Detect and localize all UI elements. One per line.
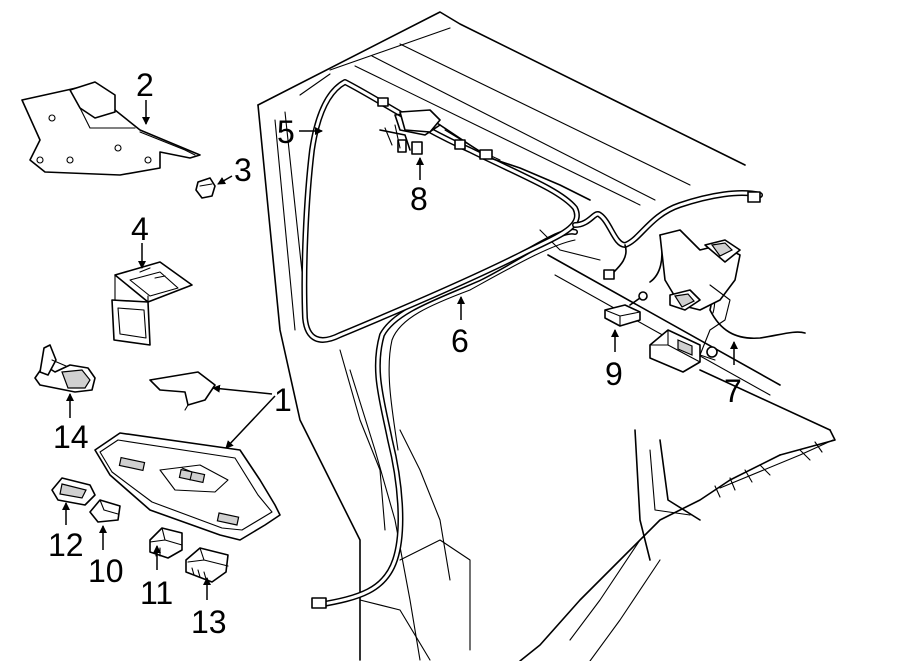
part-14-bulb xyxy=(34,344,96,393)
callout-8: 8 xyxy=(410,181,428,217)
part-4-lamp xyxy=(111,261,193,346)
vehicle-body xyxy=(257,11,836,661)
part-11-switch xyxy=(149,527,183,559)
callout-11: 11 xyxy=(140,575,173,611)
callout-13: 13 xyxy=(191,604,227,640)
callout-1: 1 xyxy=(274,382,292,418)
callout-6: 6 xyxy=(451,323,469,359)
harness-end-connector xyxy=(311,597,327,609)
callout-14: 14 xyxy=(53,419,89,455)
part-1-console xyxy=(94,371,281,541)
part-13-switch xyxy=(185,547,229,583)
roof-harness xyxy=(379,109,591,201)
rear-harness xyxy=(572,190,806,373)
callout-12: 12 xyxy=(48,527,84,563)
part-3-clip xyxy=(195,177,216,199)
leader-lines xyxy=(62,100,738,600)
window-wire-connector xyxy=(377,97,389,107)
callout-3: 3 xyxy=(234,152,252,188)
part-2-panel xyxy=(21,81,201,176)
callout-2: 2 xyxy=(136,67,154,103)
callout-5: 5 xyxy=(277,114,295,150)
callout-10: 10 xyxy=(88,553,124,589)
part-12-switch xyxy=(51,477,96,506)
part-10-switch xyxy=(89,499,121,523)
rear-window-wire xyxy=(301,79,580,343)
callout-9: 9 xyxy=(605,356,623,392)
callout-labels: 2 3 4 5 8 6 9 7 1 14 12 10 11 13 xyxy=(48,67,742,640)
callout-7: 7 xyxy=(724,373,742,409)
part-9-connector xyxy=(604,291,648,327)
callout-4: 4 xyxy=(131,211,149,247)
